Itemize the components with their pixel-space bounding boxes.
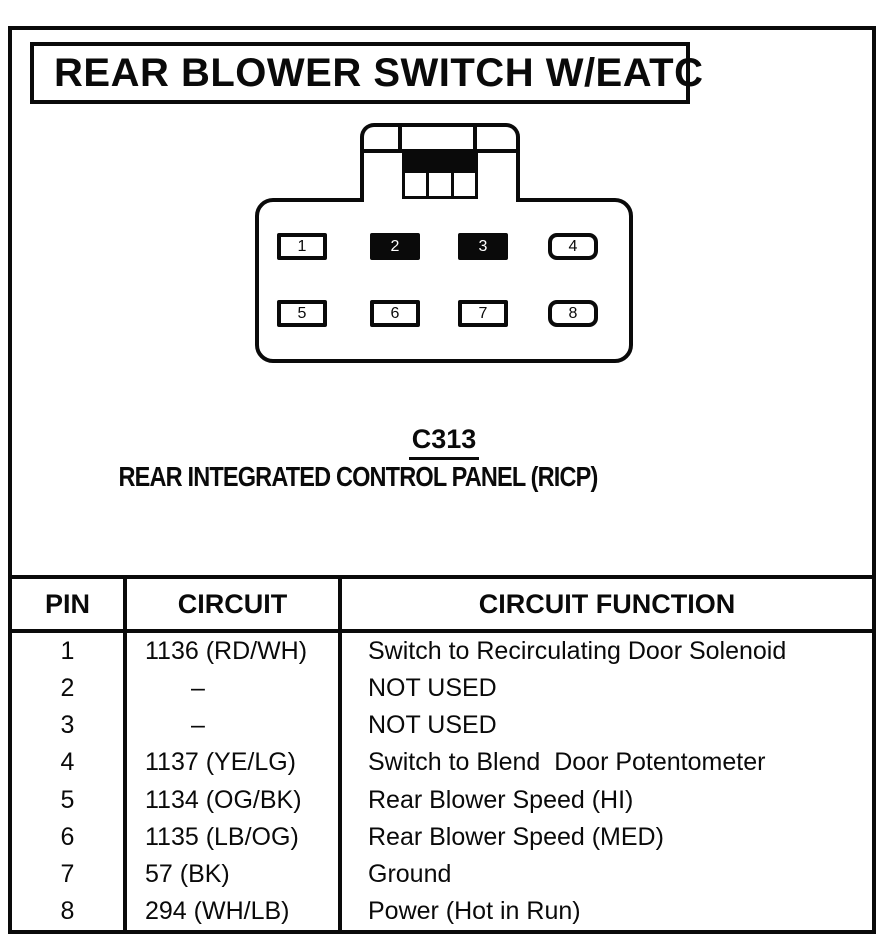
- page-title-box: REAR BLOWER SWITCH W/EATC: [30, 42, 703, 104]
- pin-cavity-5: 5: [277, 300, 327, 327]
- circuit-function-cell: Switch to Blend Door Potentometer: [368, 748, 766, 777]
- circuit-function-cell: NOT USED: [368, 674, 497, 703]
- pin-number-cell: 4: [12, 744, 127, 782]
- pin-number-cell: 3: [12, 707, 127, 745]
- circuit-cell: 1137 (YE/LG): [127, 744, 342, 782]
- circuit-function-cell: Ground: [368, 859, 452, 888]
- pin-cavity-3: 3: [458, 233, 508, 260]
- circuit-cell: 1136 (RD/WH): [127, 633, 342, 671]
- connector-body-outline: [255, 198, 633, 363]
- header-pin: PIN: [12, 579, 127, 629]
- key-slot: [426, 173, 451, 196]
- connector-key-insert: [402, 153, 478, 199]
- connector-id: C313: [408, 424, 480, 460]
- circuit-cell: 294 (WH/LB): [127, 892, 342, 930]
- table-header-row: PIN CIRCUIT CIRCUIT FUNCTION: [12, 579, 872, 633]
- circuit-function-cell: NOT USED: [368, 711, 497, 740]
- tab-divider-line: [398, 127, 402, 149]
- pin-number-cell: 5: [12, 781, 127, 819]
- table-row: 2–NOT USED: [12, 670, 872, 708]
- circuit-function-cell: Power (Hot in Run): [368, 896, 581, 925]
- key-blocked-slot: [405, 156, 475, 173]
- pin-number-cell: 8: [12, 892, 127, 930]
- circuit-cell: 1135 (LB/OG): [127, 818, 342, 856]
- tab-horizontal-line: [364, 149, 516, 153]
- key-slot: [450, 173, 475, 196]
- circuit-cell: –: [127, 707, 342, 745]
- pin-number-cell: 7: [12, 855, 127, 893]
- pin-cavity-8: 8: [548, 300, 598, 327]
- pin-number-cell: 2: [12, 670, 127, 708]
- tab-divider-line: [473, 127, 477, 149]
- pin-number-cell: 1: [12, 633, 127, 671]
- pin-cavity-1: 1: [277, 233, 327, 260]
- pin-cavity-4: 4: [548, 233, 598, 260]
- circuit-function-cell: Rear Blower Speed (HI): [368, 785, 634, 814]
- header-circuit-function: CIRCUIT FUNCTION: [478, 588, 736, 619]
- circuit-function-cell: Rear Blower Speed (MED): [368, 822, 664, 851]
- circuit-cell: –: [127, 670, 342, 708]
- page-title: REAR BLOWER SWITCH W/EATC: [54, 50, 704, 95]
- circuit-cell: 1134 (OG/BK): [127, 781, 342, 819]
- key-slot: [405, 173, 427, 196]
- connector-key-tab: [360, 123, 520, 202]
- connector-name-label: REAR INTEGRATED CONTROL PANEL (RICP): [118, 461, 599, 492]
- key-slot-row: [405, 173, 475, 196]
- circuit-cell: 57 (BK): [127, 855, 342, 893]
- header-circuit: CIRCUIT: [127, 579, 342, 629]
- connector-id-label: C313: [398, 424, 490, 460]
- table-row: 3–NOT USED: [12, 707, 872, 745]
- pin-cavity-7: 7: [458, 300, 508, 327]
- pin-cavity-6: 6: [370, 300, 420, 327]
- circuit-function-cell: Switch to Recirculating Door Solenoid: [368, 637, 787, 666]
- pin-cavity-2: 2: [370, 233, 420, 260]
- pin-number-cell: 6: [12, 818, 127, 856]
